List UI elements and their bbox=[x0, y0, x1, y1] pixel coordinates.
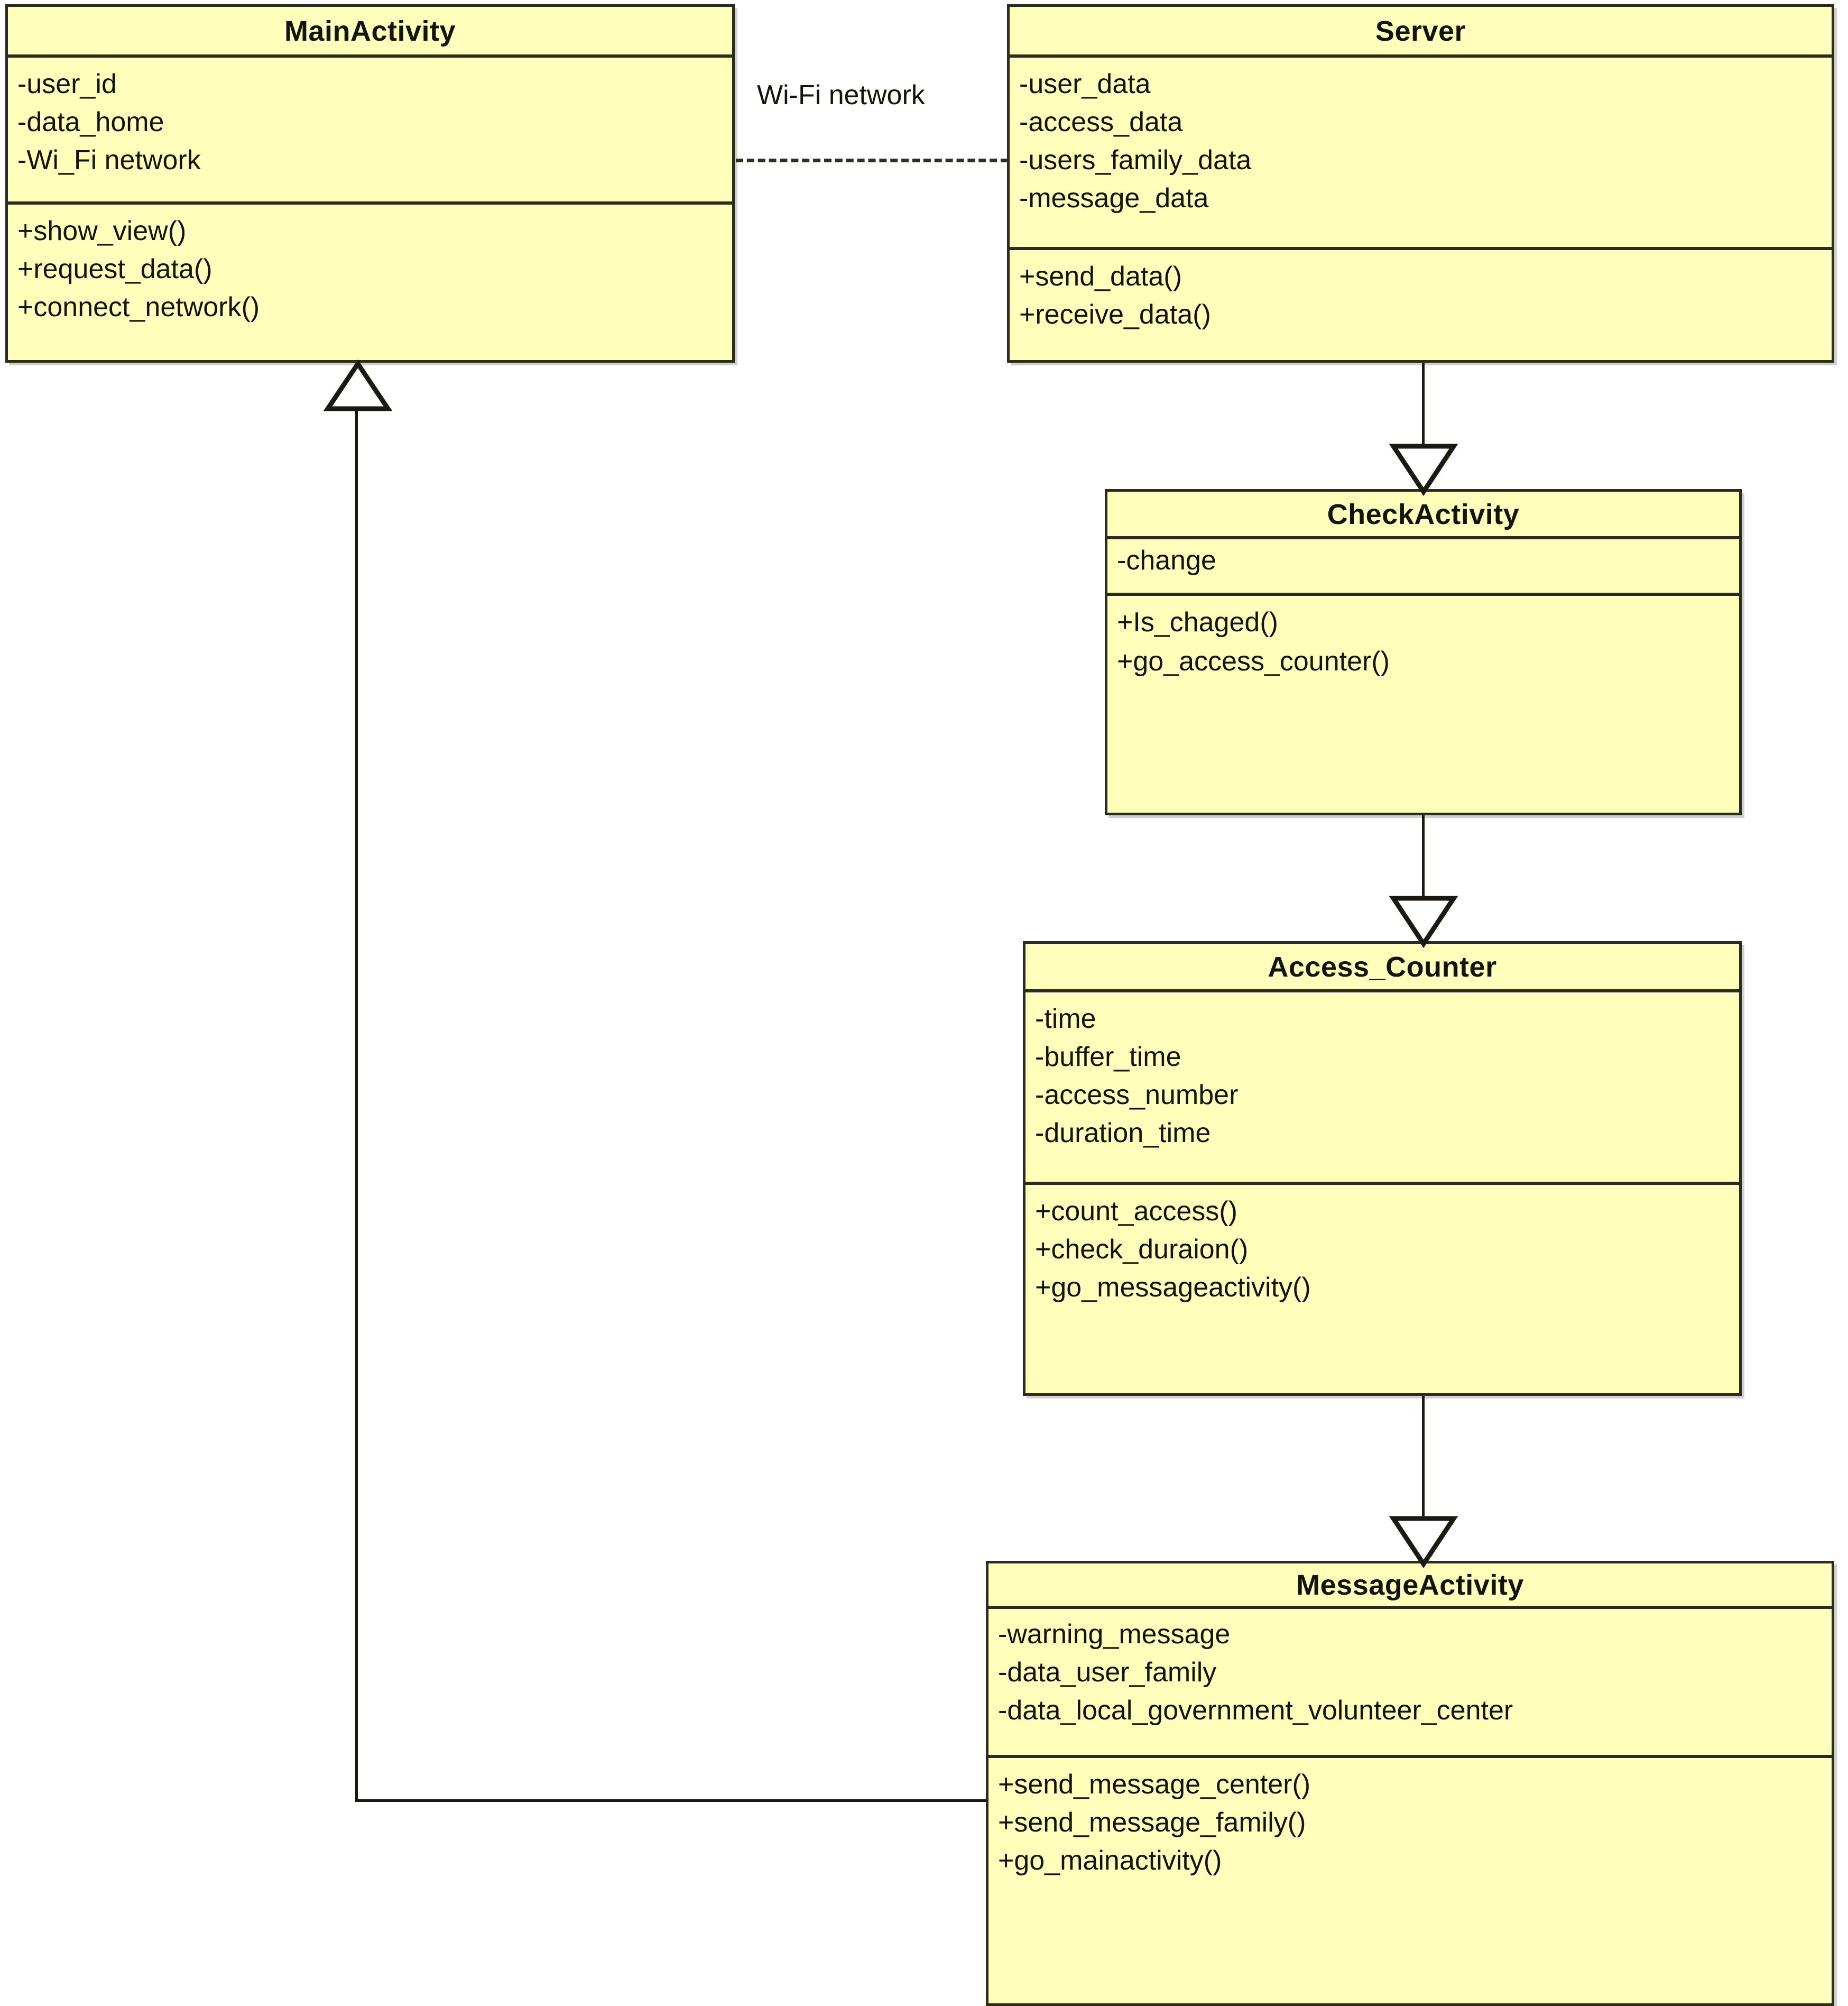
class-attribute: -time bbox=[1035, 1004, 1096, 1034]
class-attribute: -user_id bbox=[17, 69, 117, 99]
class-attribute: -message_data bbox=[1019, 183, 1209, 214]
class-method: +show_view() bbox=[17, 216, 187, 246]
class-box-access-counter[interactable]: Access_Counter -time -buffer_time -acces… bbox=[1023, 941, 1742, 1396]
attributes-compartment-checkactivity: -change bbox=[1107, 539, 1739, 593]
class-attribute: -duration_time bbox=[1035, 1118, 1211, 1148]
connector-message-to-main-horizontal bbox=[355, 1799, 987, 1802]
class-attribute: -access_data bbox=[1019, 107, 1183, 137]
class-method: +go_messageactivity() bbox=[1035, 1272, 1311, 1303]
class-box-checkactivity[interactable]: CheckActivity -change +Is_chaged() +go_a… bbox=[1105, 489, 1742, 815]
class-box-server[interactable]: Server -user_data -access_data -users_fa… bbox=[1007, 4, 1834, 363]
class-attribute: -user_data bbox=[1019, 69, 1151, 99]
class-box-messageactivity[interactable]: MessageActivity -warning_message -data_u… bbox=[986, 1561, 1834, 2006]
methods-compartment-messageactivity: +send_message_center() +send_message_fam… bbox=[988, 1755, 1832, 2005]
class-method: +send_data() bbox=[1019, 261, 1182, 292]
class-attribute: -data_home bbox=[17, 107, 164, 137]
methods-compartment-checkactivity: +Is_chaged() +go_access_counter() bbox=[1107, 593, 1739, 815]
class-method: +send_message_center() bbox=[998, 1769, 1311, 1800]
class-title-messageactivity: MessageActivity bbox=[988, 1563, 1832, 1609]
class-method: +count_access() bbox=[1035, 1196, 1237, 1227]
methods-compartment-server: +send_data() +receive_data() bbox=[1010, 247, 1832, 362]
attributes-compartment-messageactivity: -warning_message -data_user_family -data… bbox=[988, 1609, 1832, 1755]
attributes-compartment-server: -user_data -access_data -users_family_da… bbox=[1010, 58, 1832, 247]
class-title-mainactivity: MainActivity bbox=[8, 7, 732, 58]
generalization-arrowhead-access-counter bbox=[1389, 896, 1458, 949]
class-method: +connect_network() bbox=[17, 292, 260, 323]
class-method: +request_data() bbox=[17, 254, 212, 284]
class-attribute: -data_user_family bbox=[998, 1657, 1217, 1688]
class-method: +go_mainactivity() bbox=[998, 1845, 1222, 1876]
generalization-arrowhead-checkactivity bbox=[1389, 444, 1458, 496]
class-attribute: -users_family_data bbox=[1019, 145, 1252, 176]
class-method: +Is_chaged() bbox=[1117, 607, 1278, 638]
class-method: +check_duraion() bbox=[1035, 1234, 1249, 1265]
methods-compartment-mainactivity: +show_view() +request_data() +connect_ne… bbox=[8, 201, 732, 362]
class-attribute: -change bbox=[1117, 545, 1216, 576]
methods-compartment-access-counter: +count_access() +check_duraion() +go_mes… bbox=[1025, 1182, 1739, 1395]
connector-wifi-label: Wi-Fi network bbox=[757, 80, 925, 111]
connector-message-to-main-vertical bbox=[355, 408, 358, 1802]
class-title-access-counter: Access_Counter bbox=[1025, 944, 1739, 992]
generalization-arrowhead-mainactivity bbox=[323, 359, 393, 411]
class-method: +send_message_family() bbox=[998, 1807, 1306, 1838]
class-title-server: Server bbox=[1010, 7, 1832, 58]
connector-server-to-check-line bbox=[1422, 363, 1425, 445]
class-attribute: -Wi_Fi network bbox=[17, 145, 201, 176]
class-method: +receive_data() bbox=[1019, 299, 1211, 330]
class-attribute: -access_number bbox=[1035, 1080, 1239, 1110]
class-attribute: -data_local_government_volunteer_center bbox=[998, 1695, 1513, 1726]
attributes-compartment-mainactivity: -user_id -data_home -Wi_Fi network bbox=[8, 58, 732, 201]
class-method: +go_access_counter() bbox=[1117, 646, 1390, 677]
connector-wifi-dashed-line bbox=[736, 159, 1008, 162]
class-attribute: -warning_message bbox=[998, 1619, 1231, 1650]
connector-check-to-counter-line bbox=[1422, 815, 1425, 897]
class-box-mainactivity[interactable]: MainActivity -user_id -data_home -Wi_Fi … bbox=[5, 4, 735, 363]
attributes-compartment-access-counter: -time -buffer_time -access_number -durat… bbox=[1025, 992, 1739, 1182]
class-title-checkactivity: CheckActivity bbox=[1107, 492, 1739, 539]
connector-counter-to-message-line bbox=[1422, 1396, 1425, 1517]
class-attribute: -buffer_time bbox=[1035, 1042, 1181, 1072]
generalization-arrowhead-messageactivity bbox=[1389, 1516, 1458, 1569]
